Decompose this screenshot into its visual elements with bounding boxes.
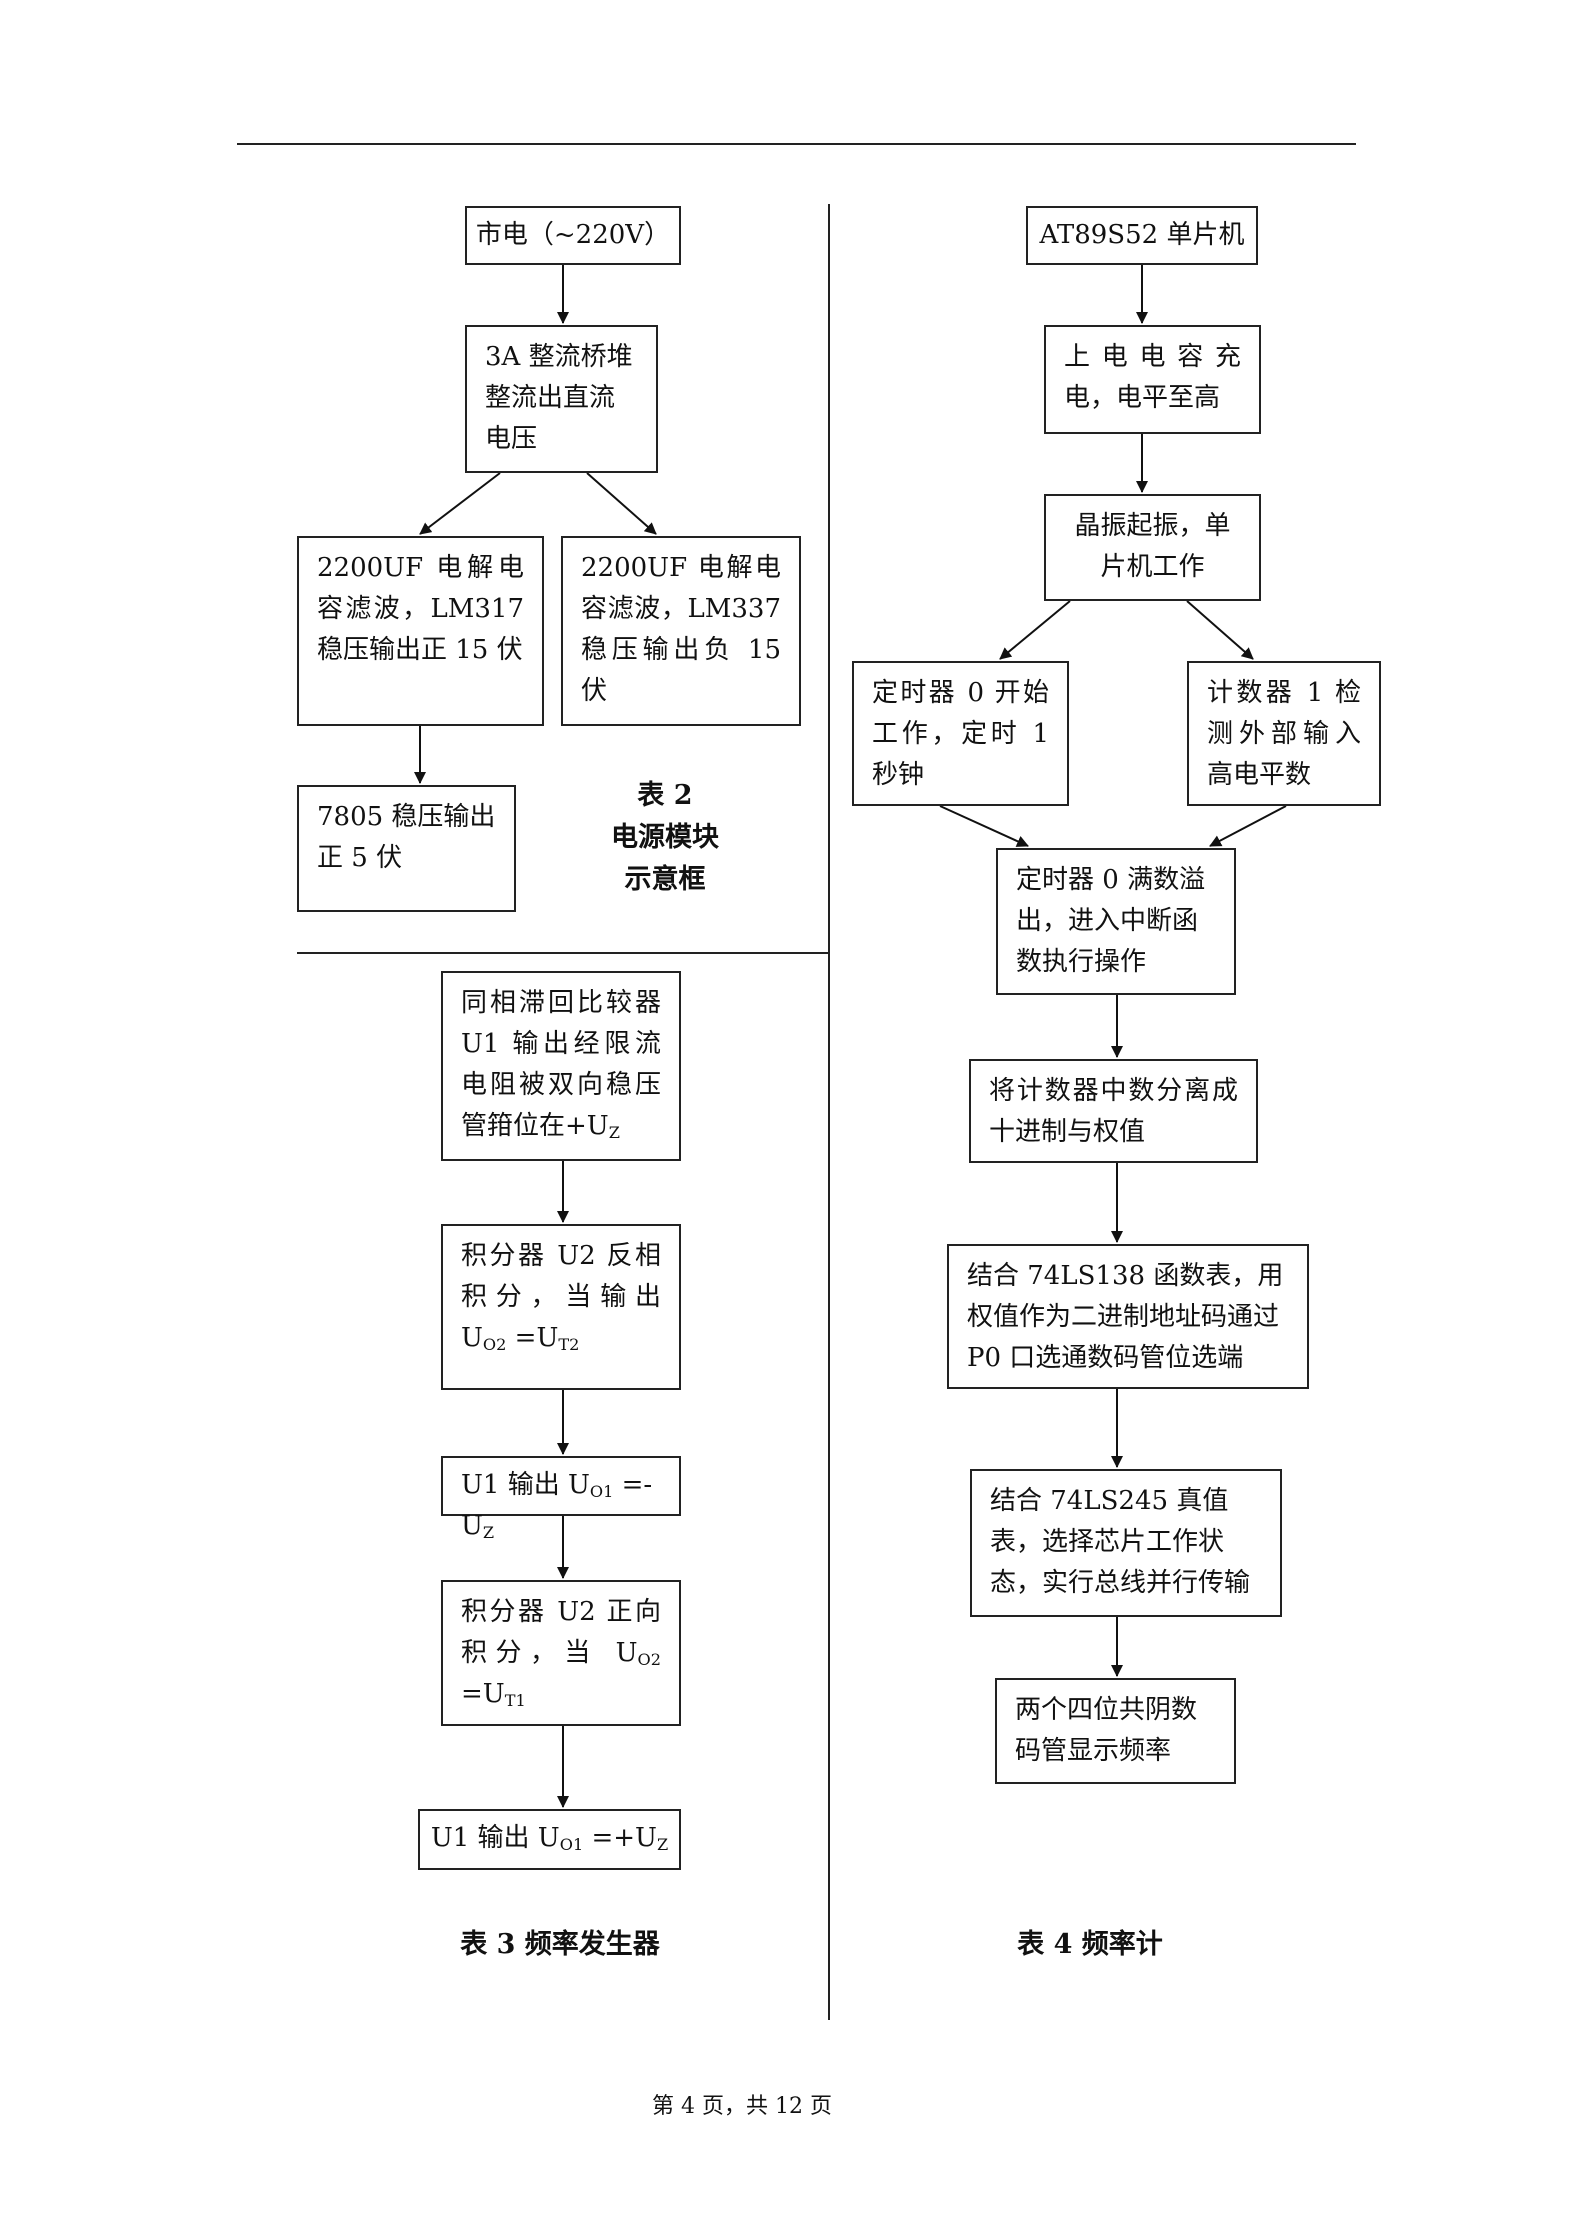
- timer0-label: 定时器 0 开始工作，定时 1 秒钟: [872, 678, 1049, 790]
- display-label: 两个四位共阴数码管显示频率: [1015, 1695, 1198, 1766]
- gen-step5-box: U1 输出 UO1 =+UZ: [418, 1809, 681, 1870]
- counter1-label: 计数器 1 检测外部输入高电平数: [1207, 678, 1361, 790]
- reg-7805-box: 7805 稳压输出正 5 伏: [297, 785, 516, 912]
- mcu-box: AT89S52 单片机: [1026, 206, 1258, 265]
- arrow-crystal-timer: [999, 600, 1071, 660]
- crystal-label: 晶振起振，单片机工作: [1074, 511, 1231, 582]
- gen-step4-sub2: T1: [504, 1691, 526, 1711]
- power-caption-line2: 电源模块: [611, 822, 719, 853]
- mcu-label: AT89S52 单片机: [1039, 220, 1245, 250]
- gen-step5-label-a: U1 输出 U: [430, 1823, 560, 1853]
- arrow-rectifier-neg: [586, 472, 657, 535]
- power-on-box: 上电电容充电，电平至高: [1044, 325, 1261, 434]
- rectifier-box: 3A 整流桥堆整流出直流电压: [465, 325, 658, 473]
- gen-step4-label-a: 积分器 U2 正向积分，当 U: [461, 1597, 661, 1668]
- mains-label: 市电（~220V）: [475, 220, 671, 250]
- gen-step1-box: 同相滞回比较器 U1 输出经限流电阻被双向稳压管箝位在+UZ: [441, 971, 681, 1161]
- gen-step2-sub2: T2: [558, 1335, 580, 1355]
- arrow-timer-overflow: [939, 805, 1029, 847]
- ls245-label: 结合 74LS245 真值表，选择芯片工作状态，实行总线并行传输: [990, 1486, 1251, 1598]
- ls138-label: 结合 74LS138 函数表，用权值作为二进制地址码通过 P0 口选通数码管位选…: [967, 1261, 1284, 1373]
- gen-step3-label-b: =-U: [461, 1470, 653, 1541]
- positive-regulator-box: 2200UF 电解电容滤波，LM317 稳压输出正 15 伏: [297, 536, 544, 726]
- gen-step3-label-a: U1 输出 U: [461, 1470, 590, 1500]
- positive-regulator-label: 2200UF 电解电容滤波，LM317 稳压输出正 15 伏: [317, 553, 524, 665]
- gen-step3-sub1: O1: [589, 1482, 614, 1502]
- frequency-generator-caption: 表 3 频率发生器: [460, 1929, 660, 1960]
- gen-step3-box: U1 输出 UO1 =-UZ: [441, 1456, 681, 1541]
- rectifier-label: 3A 整流桥堆整流出直流电压: [485, 342, 633, 454]
- gen-step4-box: 积分器 U2 正向积分，当 UO2 =UT1: [441, 1580, 681, 1726]
- gen-step2-box: 积分器 U2 反相积分，当输出 UO2 =UT2: [441, 1224, 681, 1390]
- display-box: 两个四位共阴数码管显示频率: [995, 1678, 1236, 1784]
- gen-step2-sub1: O2: [482, 1335, 507, 1355]
- gen-step5-label-b: =+U: [583, 1823, 657, 1853]
- gen-step3-sub2: Z: [482, 1523, 495, 1543]
- gen-step2-label-b: =U: [506, 1323, 559, 1353]
- page-footer: 第 4 页，共 12 页: [652, 2094, 832, 2119]
- overflow-label: 定时器 0 满数溢出，进入中断函数执行操作: [1016, 865, 1206, 977]
- ls245-box: 结合 74LS245 真值表，选择芯片工作状态，实行总线并行传输: [970, 1469, 1282, 1617]
- gen-step5-sub2: Z: [656, 1835, 669, 1855]
- overflow-box: 定时器 0 满数溢出，进入中断函数执行操作: [996, 848, 1236, 995]
- power-caption-line1: 表 2: [637, 780, 693, 811]
- gen-step1-sub: Z: [608, 1123, 620, 1143]
- gen-step1-label: 同相滞回比较器 U1 输出经限流电阻被双向稳压管箝位在+U: [461, 988, 661, 1141]
- arrow-counter-overflow: [1209, 805, 1287, 847]
- power-module-caption: 表 2 电源模块 示意框: [590, 775, 740, 901]
- separate-box: 将计数器中数分离成十进制与权值: [969, 1059, 1258, 1163]
- arrow-crystal-counter: [1186, 600, 1254, 660]
- gen-step2-label-a: 积分器 U2 反相积分，当输出 U: [461, 1241, 661, 1353]
- reg-7805-label: 7805 稳压输出正 5 伏: [317, 802, 496, 873]
- ls138-box: 结合 74LS138 函数表，用权值作为二进制地址码通过 P0 口选通数码管位选…: [947, 1244, 1309, 1389]
- counter1-box: 计数器 1 检测外部输入高电平数: [1187, 661, 1381, 806]
- timer0-box: 定时器 0 开始工作，定时 1 秒钟: [852, 661, 1069, 806]
- mains-box: 市电（~220V）: [465, 206, 681, 265]
- gen-step4-sub1: O2: [637, 1650, 661, 1670]
- gen-step4-label-b: =U: [461, 1679, 505, 1709]
- power-caption-line3: 示意框: [624, 864, 706, 895]
- negative-regulator-label: 2200UF 电解电容滤波，LM337 稳压输出负 15 伏: [581, 553, 781, 706]
- gen-step5-sub1: O1: [559, 1835, 584, 1855]
- power-on-label: 上电电容充电，电平至高: [1064, 342, 1241, 413]
- arrow-rectifier-pos: [419, 472, 501, 535]
- frequency-meter-caption: 表 4 频率计: [1017, 1929, 1163, 1960]
- negative-regulator-box: 2200UF 电解电容滤波，LM337 稳压输出负 15 伏: [561, 536, 801, 726]
- crystal-box: 晶振起振，单片机工作: [1044, 494, 1261, 601]
- separate-label: 将计数器中数分离成十进制与权值: [989, 1076, 1238, 1147]
